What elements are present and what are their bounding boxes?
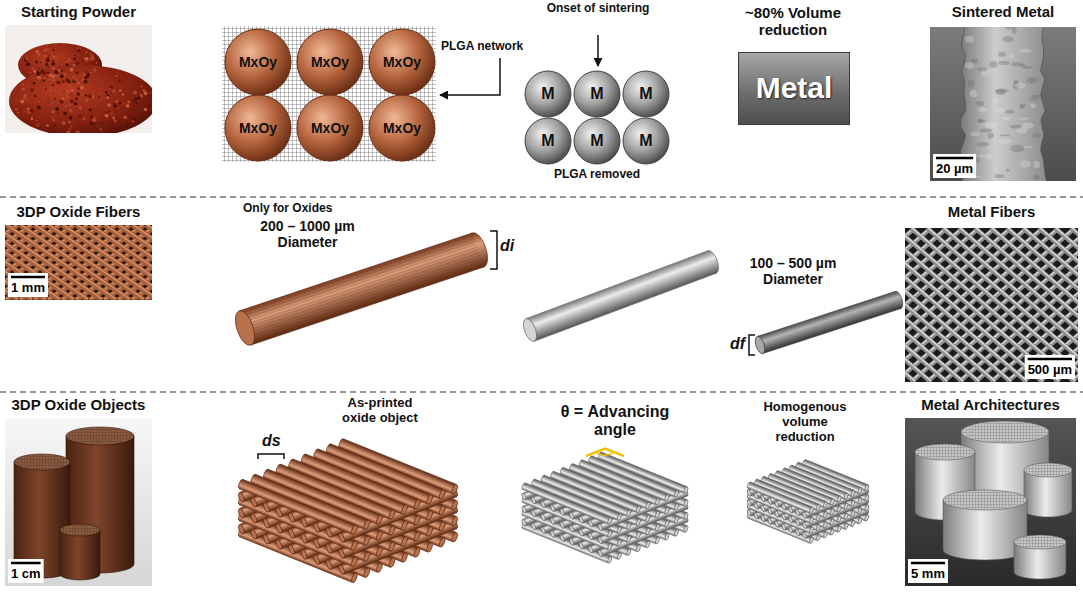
leader-arrow <box>440 58 500 95</box>
photo <box>905 418 1076 586</box>
dimension-symbol: di <box>500 237 526 255</box>
particle-label: M <box>590 85 603 103</box>
particle-label: MxOy <box>239 120 277 136</box>
photo <box>5 418 152 586</box>
scale-bar <box>11 562 41 565</box>
lattice <box>746 459 869 544</box>
panel-title: Sintered Metal <box>928 3 1078 21</box>
polymer-network <box>222 26 436 162</box>
rod <box>746 481 814 513</box>
note-label: Only for Oxides <box>243 202 353 216</box>
rod <box>232 230 492 347</box>
scale-label: 20 µm <box>936 162 973 176</box>
block-label: Metal <box>756 71 833 106</box>
scale-bar <box>936 157 973 160</box>
scale-patch <box>908 559 948 583</box>
dimension-label: 100 – 500 µm Diameter <box>738 255 848 287</box>
process-label: ~80% Volume reduction <box>718 4 868 39</box>
lattice <box>237 438 458 583</box>
particle-label: M <box>590 132 603 150</box>
angle-marker <box>596 452 614 455</box>
scale-bar <box>911 562 945 565</box>
panel-title: Metal Architectures <box>903 396 1078 414</box>
lattice <box>521 452 688 564</box>
object-label: As-printed oxide object <box>330 396 430 426</box>
sem-image: Sintered Metal 20 µm <box>928 3 1078 183</box>
metal-particle: M <box>573 117 621 165</box>
rod <box>531 479 622 521</box>
particle-label: MxOy <box>383 120 421 136</box>
particle-label: MxOy <box>311 54 349 70</box>
particle-label: M <box>639 132 652 150</box>
particle-label: M <box>541 132 554 150</box>
photo-panel: Metal Fibers 500 µm <box>903 203 1080 384</box>
rod <box>237 479 358 536</box>
process-label: PLGA removed <box>537 168 657 182</box>
photo <box>5 25 152 133</box>
photo-panel: 3DP Oxide Objects 1 cm <box>5 396 152 587</box>
scale-patch <box>933 154 976 178</box>
metal-particle: M <box>622 70 670 118</box>
oxide-particle: MxOy <box>368 94 436 162</box>
metal-block: Metal <box>738 52 850 125</box>
particle-label: MxOy <box>383 54 421 70</box>
scale-bar <box>11 276 45 279</box>
metal-particle: M <box>524 117 572 165</box>
panel-title: 3DP Oxide Fibers <box>5 203 152 221</box>
scale-patch <box>8 559 44 583</box>
dimension-symbol: df <box>720 335 745 353</box>
process-label: Onset of sintering <box>543 2 653 16</box>
particle-label: M <box>541 85 554 103</box>
rod <box>250 474 371 531</box>
scale-label: 5 mm <box>911 567 945 581</box>
photo-panel: Starting Powder <box>5 3 152 133</box>
scale-bar <box>1028 358 1072 361</box>
leader-arrow <box>597 35 599 66</box>
process-label: Homogenous volume reduction <box>755 400 855 445</box>
photo-panel: 3DP Oxide Fibers 1 mm <box>5 203 152 301</box>
metal-particle: M <box>573 70 621 118</box>
panel-title: Metal Fibers <box>903 203 1080 221</box>
scale-label: 500 µm <box>1028 363 1072 377</box>
photo <box>5 225 152 300</box>
particle-label: MxOy <box>311 120 349 136</box>
oxide-particle: MxOy <box>296 94 364 162</box>
scale-label: 1 cm <box>11 567 41 581</box>
photo <box>930 27 1076 181</box>
dimension-symbol: ds <box>262 432 288 450</box>
panel-title: Starting Powder <box>5 3 152 21</box>
panel-title: 3DP Oxide Objects <box>5 396 152 414</box>
particle-label: M <box>639 85 652 103</box>
photo <box>905 228 1078 382</box>
dimension-bracket <box>490 231 497 269</box>
scale-patch <box>8 273 48 297</box>
scale-patch <box>1025 355 1075 379</box>
metal-particle: M <box>524 70 572 118</box>
dimension-label: 200 – 1000 µm Diameter <box>250 218 365 250</box>
rod <box>521 482 612 524</box>
callout-label: PLGA network <box>441 40 541 54</box>
row-divider <box>0 391 1083 392</box>
angle-marker <box>586 449 624 457</box>
oxide-particle: MxOy <box>368 28 436 96</box>
photo-panel: Metal Architectures 5 mm <box>903 396 1078 587</box>
scale-label: 1 mm <box>11 281 45 295</box>
particle-label: MxOy <box>239 54 277 70</box>
metal-particle: M <box>622 117 670 165</box>
oxide-particle: MxOy <box>296 28 364 96</box>
oxide-particle: MxOy <box>224 28 292 96</box>
row-divider <box>0 196 1083 197</box>
oxide-particle: MxOy <box>224 94 292 162</box>
rod <box>753 290 904 355</box>
dimension-bracket <box>258 454 284 459</box>
angle-label: θ = Advancing angle <box>545 403 685 440</box>
dimension-bracket <box>749 335 755 355</box>
rod <box>521 249 722 343</box>
